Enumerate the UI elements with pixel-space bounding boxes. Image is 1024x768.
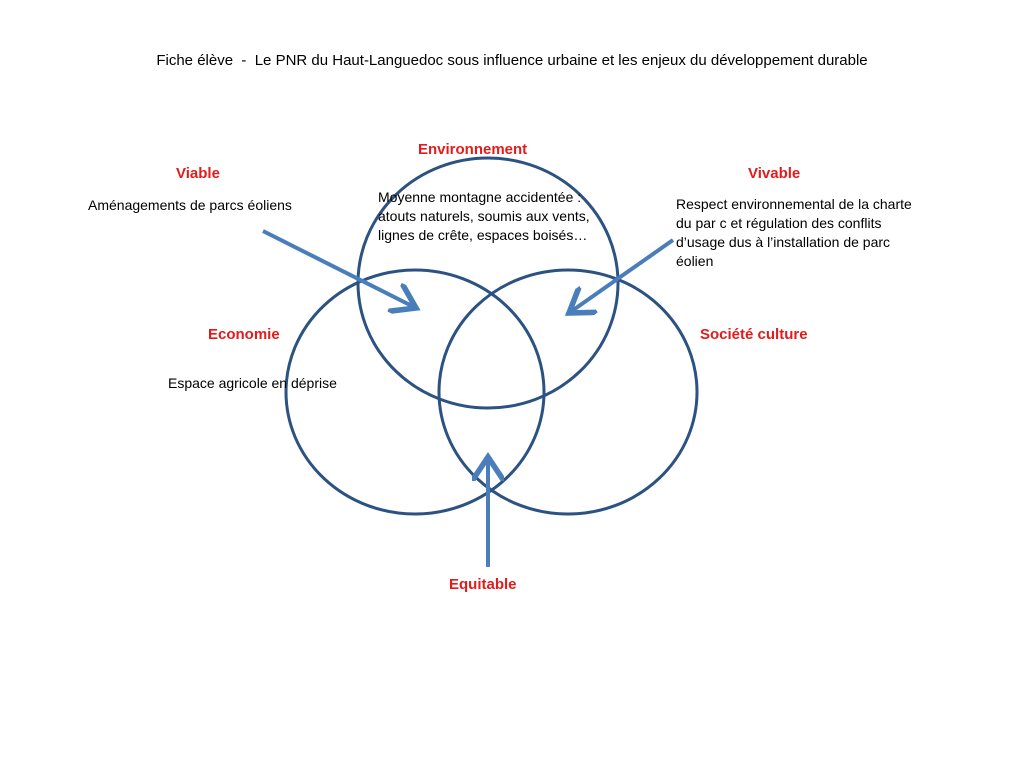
label-economie: Economie bbox=[208, 326, 280, 343]
circle-societe bbox=[437, 268, 699, 516]
label-viable: Viable bbox=[176, 165, 220, 182]
note-economie: Espace agricole en déprise bbox=[168, 375, 337, 391]
label-societe-culture: Société culture bbox=[700, 326, 808, 343]
note-viable: Aménagements de parcs éoliens bbox=[88, 197, 292, 213]
circle-economie bbox=[284, 268, 546, 516]
arrow-viable bbox=[262, 229, 416, 308]
arrow-vivable bbox=[569, 238, 675, 313]
page-title: Fiche élève - Le PNR du Haut-Languedoc s… bbox=[156, 52, 868, 69]
label-vivable: Vivable bbox=[748, 165, 801, 182]
note-vivable: Respect environnemental de la charte du … bbox=[676, 196, 912, 269]
note-environnement: Moyenne montagne accidentée : atouts nat… bbox=[378, 189, 590, 243]
label-environnement: Environnement bbox=[418, 141, 528, 158]
label-equitable: Equitable bbox=[449, 576, 517, 593]
